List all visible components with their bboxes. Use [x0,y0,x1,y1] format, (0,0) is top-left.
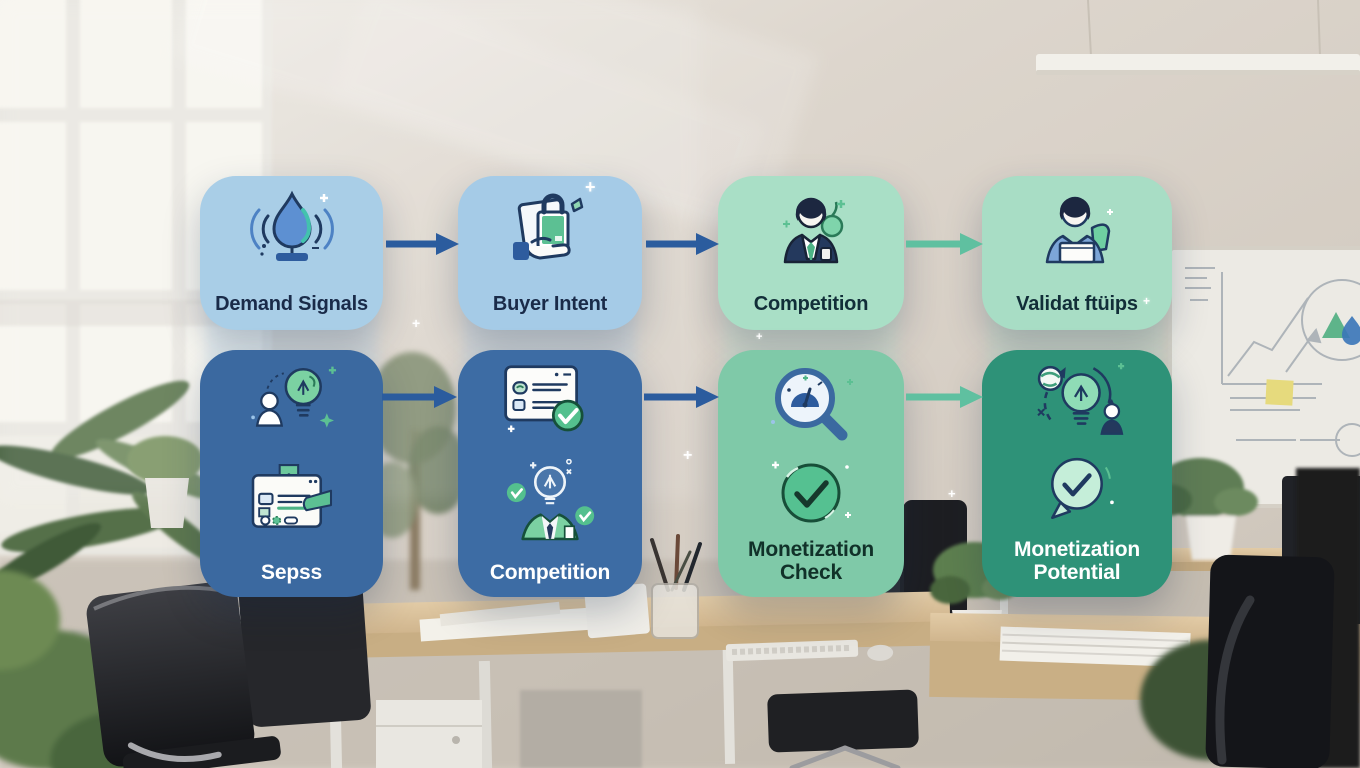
drawer-unit [376,700,482,768]
potted-plant-right [1144,458,1258,560]
card-competition-bottom: Competition [458,350,642,597]
card-monetization-check: Monetization Check [718,350,904,597]
sparkle-decoration: + [1143,294,1151,308]
sparkle-decoration: + [756,331,763,343]
paper-stack-right [999,626,1191,668]
ceiling-light [1036,0,1360,75]
card-buyer-intent: Buyer Intent [458,176,642,330]
card-label: Competition [753,293,869,315]
card-label: Monetization Check [748,537,874,584]
hand-holding-shopping-bag-icon [513,193,584,260]
whiteboard-sketches [1185,267,1360,457]
card-demand-signals: Demand Signals [200,176,383,330]
card-competition-top: Competition [718,176,904,330]
arrow-row1-3 [904,231,984,257]
sparkle-decoration: + [412,315,421,331]
water-drop-signal-icon [249,190,334,261]
card-label: Sepss [261,560,322,584]
person-lightbulb-icon [250,366,336,428]
magnifier-gauge-icon [771,368,853,441]
card-label: Competition [489,560,611,584]
pen-cup [650,534,702,639]
sparkle-decoration: + [585,177,596,197]
sparkle-decoration: + [948,486,956,501]
paper-stand [584,583,650,639]
businessman-icon [783,197,845,264]
check-circle-icon [772,461,851,523]
right-chair [1205,468,1360,768]
arrow-row1-2 [644,231,720,257]
browser-window-hand-icon [251,464,332,529]
card-label: Demand Signals [215,293,368,315]
drawer-knob [452,736,460,744]
arrow-row2-3 [904,384,984,410]
card-label: Monetization Potential [1014,537,1140,584]
arrow-row2-1 [380,384,458,410]
person-holding-box-icon [1045,196,1113,264]
keyboard-and-mouse [725,639,894,662]
speech-bubble-check-icon [1051,457,1114,519]
idea-cycle-person-icon [1037,363,1125,435]
checklist-check-icon [504,365,584,433]
card-sepss: Sepss [200,350,383,597]
sparkle-decoration: + [683,447,693,464]
whiteboard [1168,246,1360,508]
sticky-note [1265,379,1294,406]
card-validation: Validat ftüips [982,176,1172,330]
center-chair [767,689,919,768]
under-desk-cabinet [520,690,642,768]
card-label: Validat ftüips [1016,293,1138,315]
arrow-row2-2 [642,384,720,410]
card-monetization-potential: Monetization Potential [982,350,1172,597]
lightbulb-head-person-icon [506,459,595,541]
left-chair-1 [86,581,281,768]
arrow-row1-1 [384,231,460,257]
card-label: Buyer Intent [492,293,608,315]
